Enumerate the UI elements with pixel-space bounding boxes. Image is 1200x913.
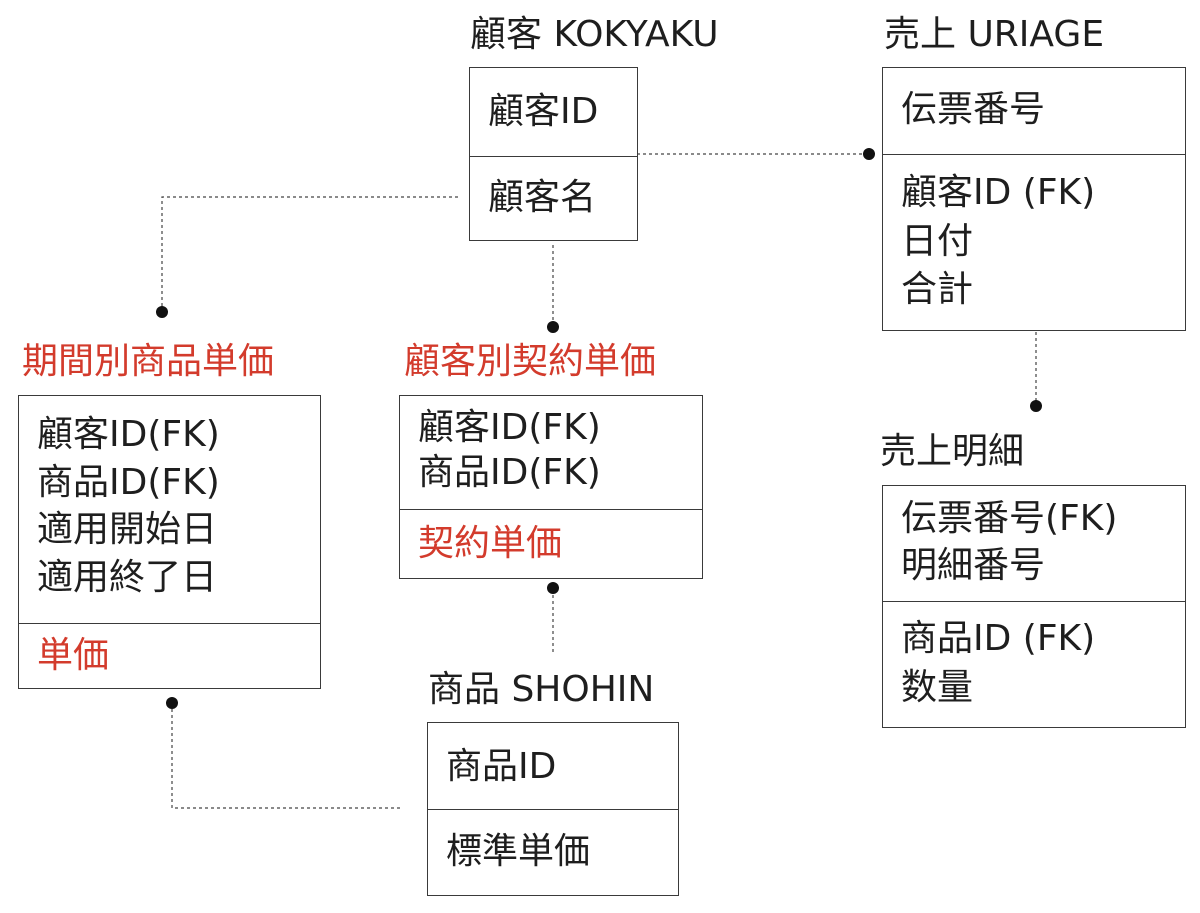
attribute: 商品ID (FK) bbox=[901, 618, 1096, 659]
primary-key-section: 顧客ID(FK) 商品ID(FK) bbox=[400, 396, 702, 509]
key-attribute: 適用開始日 bbox=[37, 509, 218, 550]
primary-key-section: 商品ID bbox=[428, 723, 678, 809]
entity-kikanbetsu-shohin-tanka: 顧客ID(FK) 商品ID(FK) 適用開始日 適用終了日 単価 bbox=[18, 395, 321, 689]
entity-title-shohin: 商品 SHOHIN bbox=[428, 669, 655, 710]
attribute-section: 商品ID (FK) 数量 bbox=[883, 601, 1185, 712]
primary-key-section: 伝票番号 bbox=[883, 68, 1185, 154]
attribute: 日付 bbox=[901, 220, 974, 262]
key-attribute: 伝票番号 bbox=[901, 89, 1046, 130]
relationship-uriage-meisai-many-dot bbox=[1030, 400, 1042, 412]
entity-uriage: 伝票番号 顧客ID (FK) 日付 合計 bbox=[882, 67, 1186, 331]
attribute: 単価 bbox=[37, 635, 110, 676]
key-attribute: 適用終了日 bbox=[37, 556, 218, 598]
entity-title-kokyakubetsu-keiyaku-tanka: 顧客別契約単価 bbox=[404, 341, 657, 382]
key-attribute: 伝票番号(FK) bbox=[901, 498, 1118, 539]
key-attribute: 商品ID(FK) bbox=[418, 451, 601, 493]
relationship-kokyaku-keiyaku-many-dot bbox=[547, 321, 559, 333]
entity-uriage-meisai: 伝票番号(FK) 明細番号 商品ID (FK) 数量 bbox=[882, 485, 1186, 728]
attribute: 顧客ID (FK) bbox=[901, 172, 1096, 213]
key-attribute: 商品ID(FK) bbox=[37, 461, 220, 503]
attribute: 合計 bbox=[901, 269, 974, 310]
key-attribute: 顧客ID bbox=[488, 91, 599, 132]
entity-title-kikanbetsu-shohin-tanka: 期間別商品単価 bbox=[22, 341, 275, 382]
entity-title-uriage: 売上 URIAGE bbox=[884, 14, 1105, 55]
entity-shohin: 商品ID 標準単価 bbox=[427, 722, 679, 896]
attribute: 顧客名 bbox=[488, 177, 597, 218]
primary-key-section: 顧客ID bbox=[470, 68, 637, 156]
relationship-kokyaku-kikanbetsu-many-dot bbox=[156, 306, 168, 318]
relationship-shohin-keiyaku-many-dot bbox=[547, 582, 559, 594]
relationship-shohin-kikanbetsu-line bbox=[171, 709, 400, 809]
attribute-section: 顧客ID (FK) 日付 合計 bbox=[883, 154, 1185, 315]
relationship-shohin-kikanbetsu-many-dot bbox=[166, 697, 178, 709]
attribute: 契約単価 bbox=[418, 523, 563, 564]
attribute-section: 単価 bbox=[19, 623, 320, 679]
key-attribute: 顧客ID(FK) bbox=[37, 414, 220, 455]
entity-kokyakubetsu-keiyaku-tanka: 顧客ID(FK) 商品ID(FK) 契約単価 bbox=[399, 395, 703, 579]
primary-key-section: 顧客ID(FK) 商品ID(FK) 適用開始日 適用終了日 bbox=[19, 396, 320, 623]
attribute-section: 契約単価 bbox=[400, 509, 702, 567]
key-attribute: 商品ID bbox=[446, 746, 557, 787]
attribute: 標準単価 bbox=[446, 831, 591, 872]
entity-title-uriage-meisai: 売上明細 bbox=[880, 431, 1025, 472]
attribute-section: 標準単価 bbox=[428, 809, 678, 875]
entity-kokyaku: 顧客ID 顧客名 bbox=[469, 67, 638, 241]
relationship-kokyaku-kikanbetsu-line bbox=[161, 196, 458, 312]
entity-title-kokyaku: 顧客 KOKYAKU bbox=[470, 14, 719, 55]
primary-key-section: 伝票番号(FK) 明細番号 bbox=[883, 486, 1185, 601]
relationship-kokyaku-uriage-many-dot bbox=[863, 148, 875, 160]
key-attribute: 明細番号 bbox=[901, 545, 1046, 586]
attribute: 数量 bbox=[901, 667, 974, 708]
attribute-section: 顧客名 bbox=[470, 156, 637, 221]
key-attribute: 顧客ID(FK) bbox=[418, 407, 601, 448]
